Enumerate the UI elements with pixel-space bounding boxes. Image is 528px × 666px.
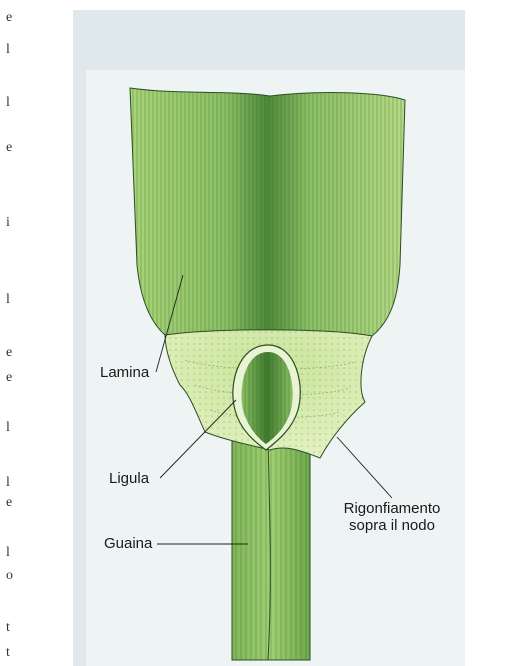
label-rigonfiamento: Rigonfiamento sopra il nodo xyxy=(335,500,449,534)
label-rigonfiamento-line2: sopra il nodo xyxy=(335,517,449,534)
leaf-blade xyxy=(130,88,405,336)
sheath-stem xyxy=(232,440,310,660)
label-rigonfiamento-line1: Rigonfiamento xyxy=(335,500,449,517)
label-lamina: Lamina xyxy=(100,364,149,381)
label-guaina: Guaina xyxy=(104,535,152,552)
rigonfiamento-leader-line xyxy=(337,437,392,498)
label-ligula: Ligula xyxy=(109,470,149,487)
